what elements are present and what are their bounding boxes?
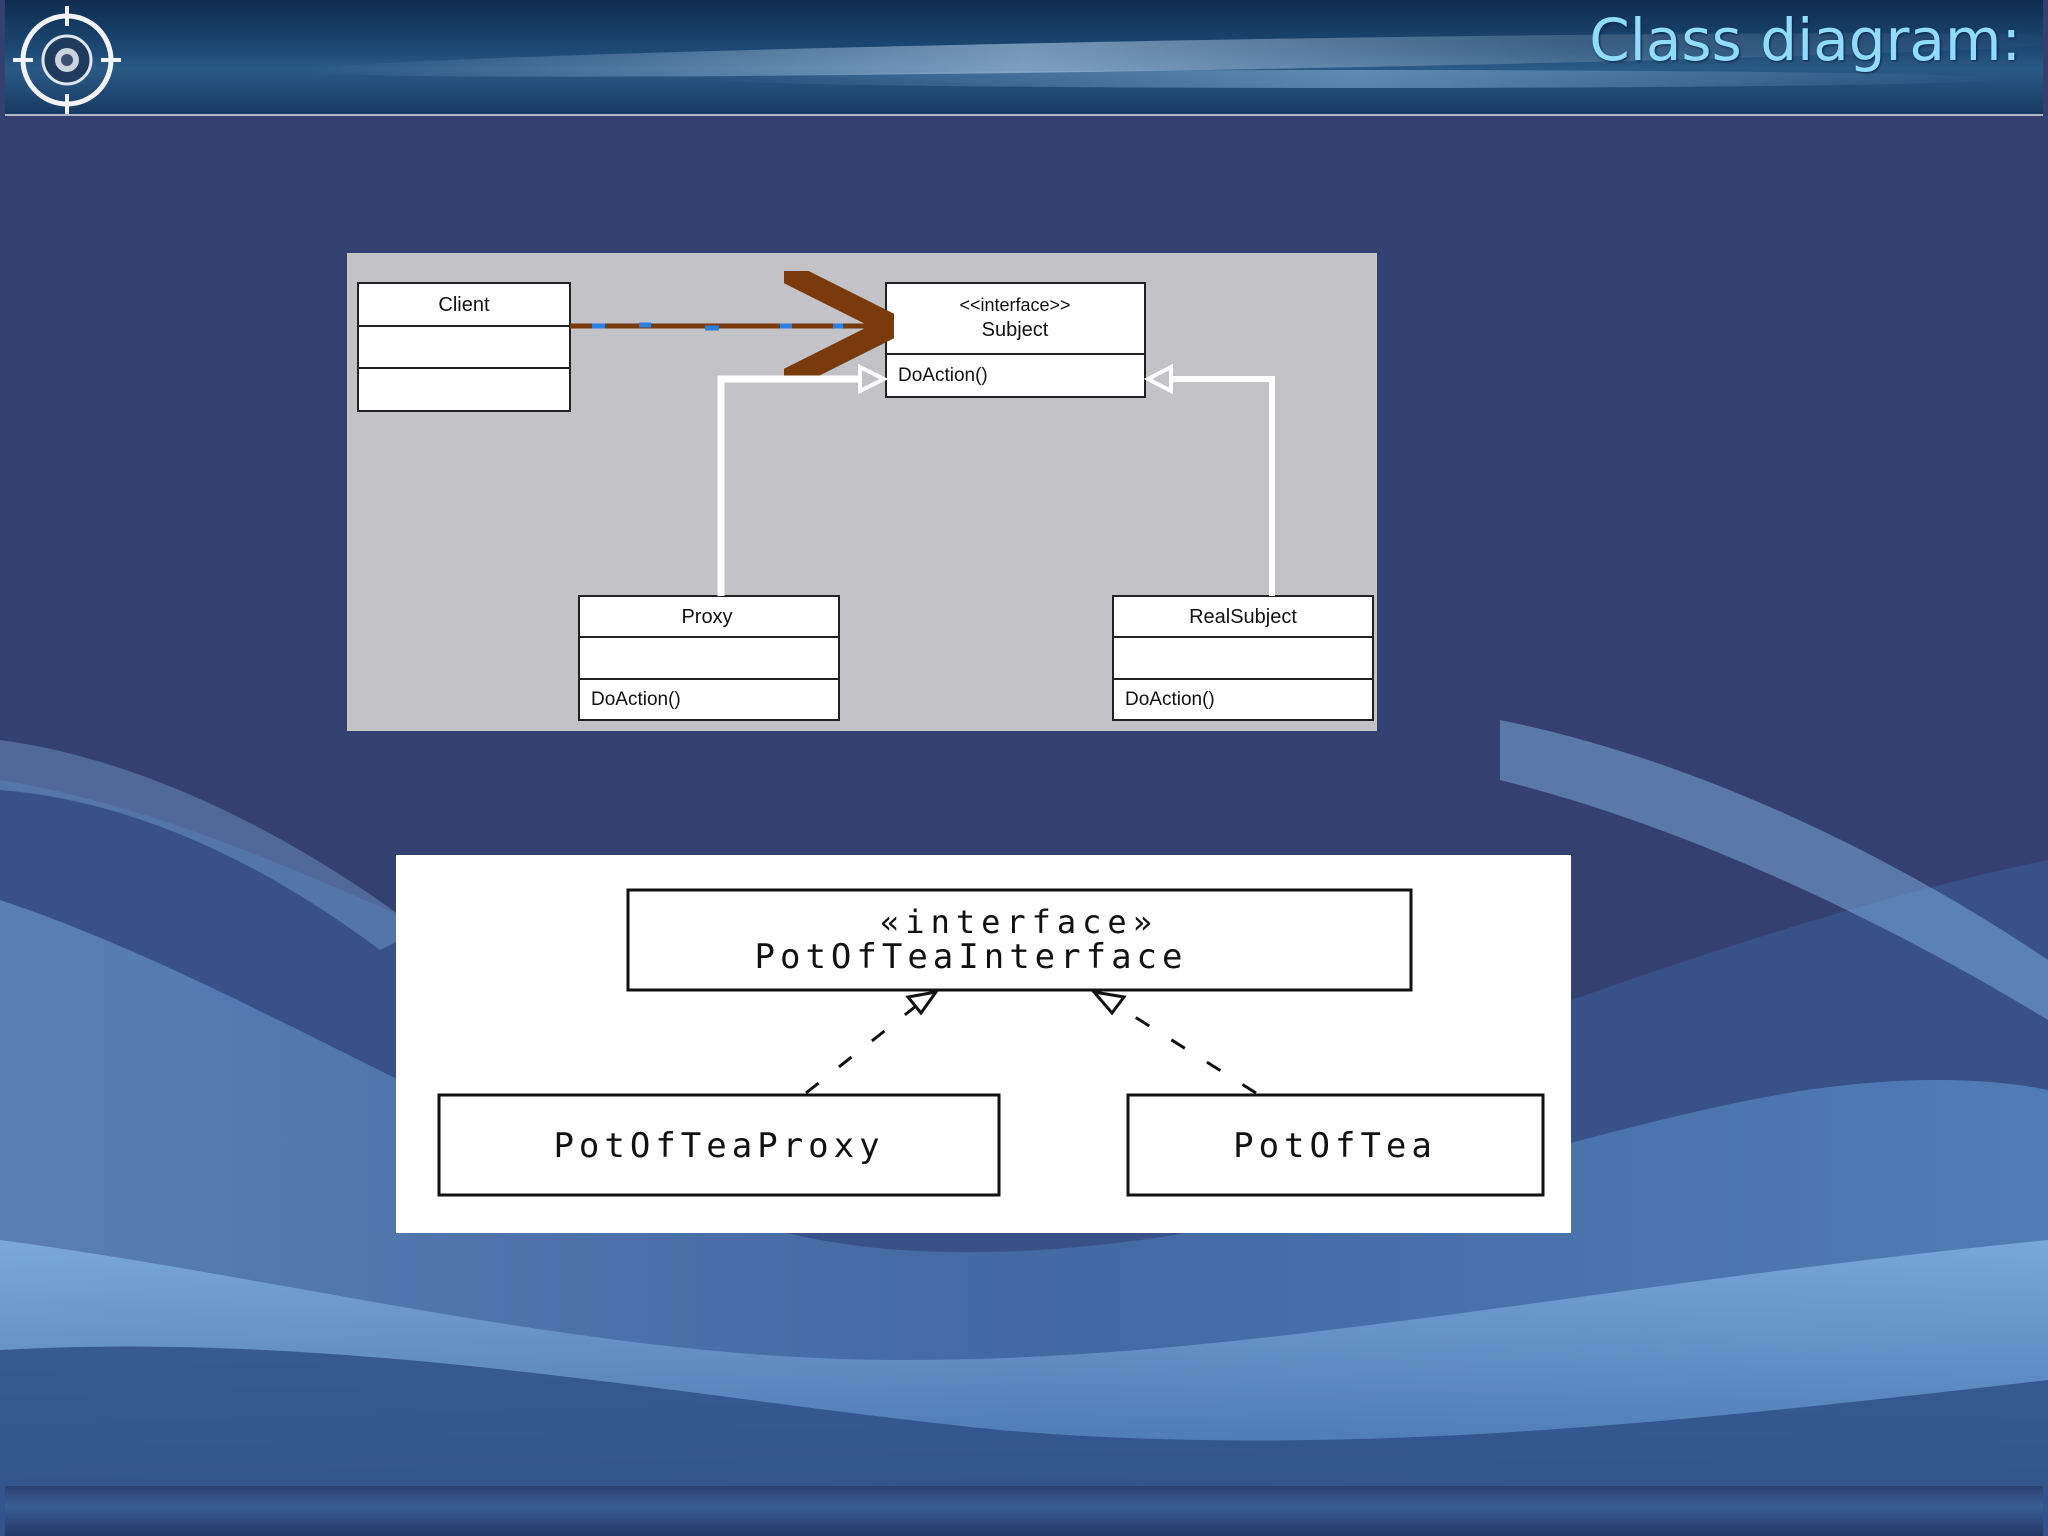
pot-of-tea-proxy-box: PotOfTeaProxy <box>437 1093 1001 1197</box>
diagram1-canvas: Client <<interface>> Subject DoAction() … <box>357 253 1374 721</box>
proxy-method: DoAction() <box>591 689 681 710</box>
subject-method: DoAction() <box>898 365 988 386</box>
client-class-box: Client <box>357 282 571 412</box>
interface-stereotype: «interface» <box>880 903 1158 941</box>
crosshair-orb-icon <box>13 6 121 114</box>
proxy-realization-arrow <box>717 363 889 596</box>
proxy-class-name-2: PotOfTeaProxy <box>553 1126 884 1166</box>
proxy-class-name: Proxy <box>681 606 732 628</box>
header-bar: Class diagram: <box>5 0 2043 116</box>
subject-stereotype: <<interface>> <box>959 295 1070 315</box>
footer-bar <box>5 1486 2043 1536</box>
realsubject-class-name: RealSubject <box>1189 606 1297 628</box>
pot-of-tea-realization-arrow <box>1090 989 1257 1095</box>
subject-class-name: Subject <box>982 319 1049 341</box>
proxy-realization-arrow-2 <box>805 989 940 1095</box>
proxy-class-box: Proxy DoAction() <box>578 595 840 721</box>
proxy-pattern-diagram: Client <<interface>> Subject DoAction() … <box>347 253 1377 731</box>
diagram2-canvas: «interface» PotOfTeaInterface PotOfTeaPr… <box>437 888 1545 1197</box>
slide-title: Class diagram: <box>1589 6 2021 74</box>
client-class-name: Client <box>438 294 490 316</box>
pot-of-tea-interface-box: «interface» PotOfTeaInterface <box>626 888 1413 992</box>
association-dash-marks <box>592 322 843 331</box>
realsubject-method: DoAction() <box>1125 689 1215 710</box>
pot-of-tea-diagram: «interface» PotOfTeaInterface PotOfTeaPr… <box>396 855 1571 1233</box>
subject-interface-box: <<interface>> Subject DoAction() <box>885 282 1146 398</box>
realsubject-realization-arrow <box>1143 363 1275 596</box>
realsubject-class-box: RealSubject DoAction() <box>1112 595 1374 721</box>
pot-of-tea-box: PotOfTea <box>1126 1093 1545 1197</box>
interface-name: PotOfTeaInterface <box>755 937 1188 977</box>
pot-of-tea-class-name: PotOfTea <box>1233 1126 1437 1166</box>
